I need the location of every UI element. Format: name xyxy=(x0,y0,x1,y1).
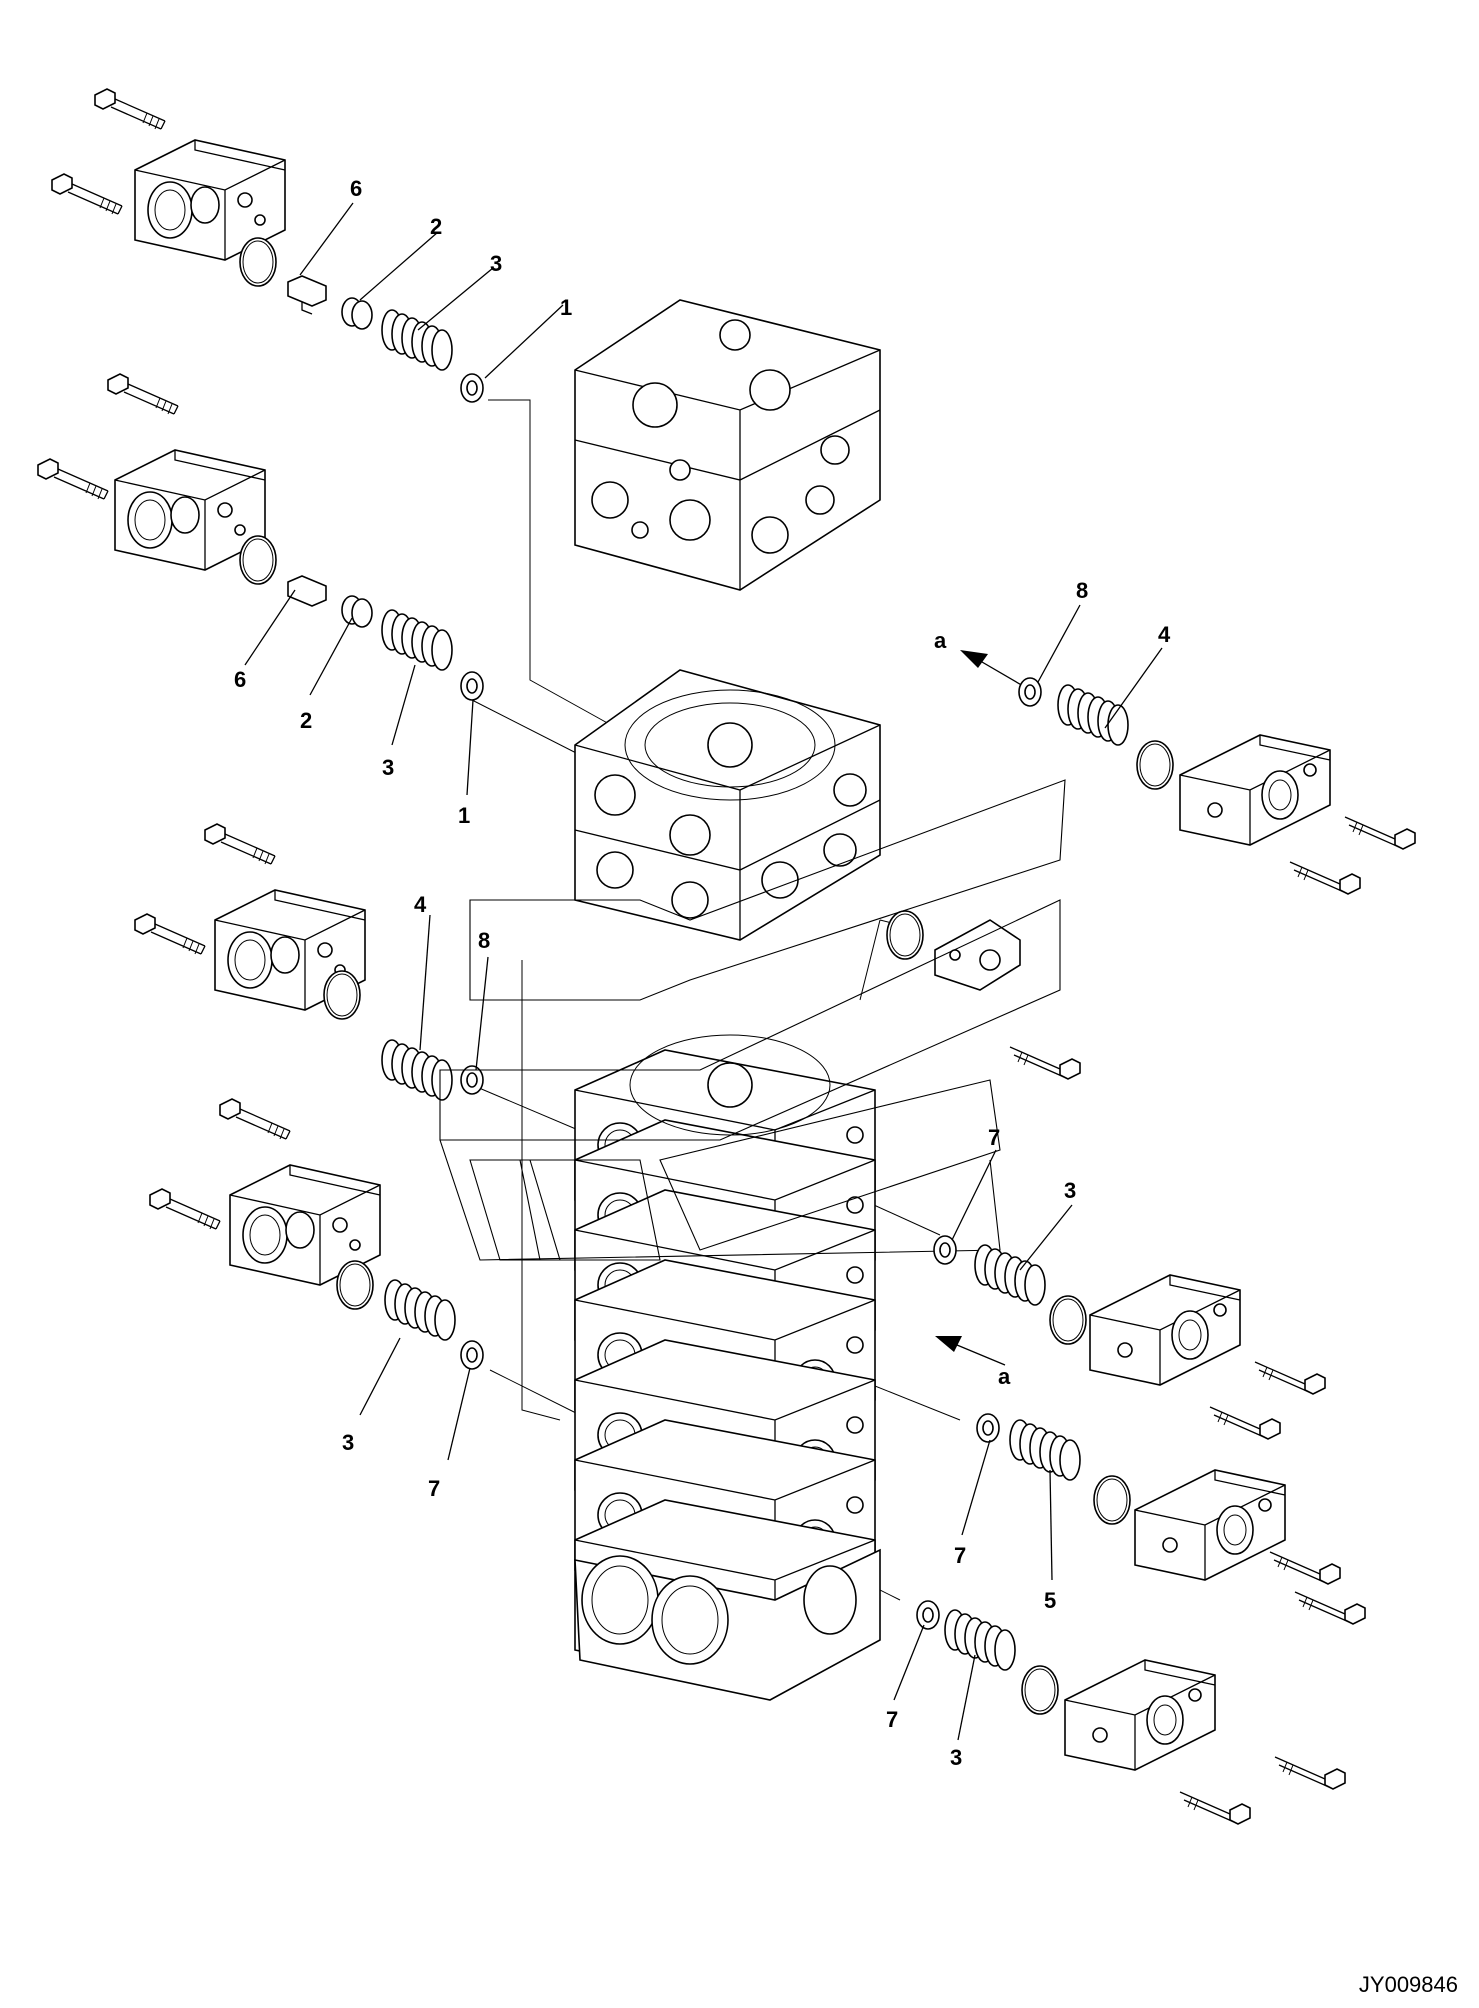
bolt-top-left-2 xyxy=(51,173,123,215)
oring-left-row2 xyxy=(239,535,277,585)
callout-8: 8 xyxy=(1076,578,1088,603)
callout-7: 7 xyxy=(886,1707,898,1732)
oring-left-row4 xyxy=(336,1260,374,1310)
bolt-right-row4-1 xyxy=(1274,1756,1346,1790)
spring-3-right-lower xyxy=(944,1609,1016,1671)
cover-right-row4 xyxy=(1064,1659,1216,1771)
callout-7: 7 xyxy=(988,1125,1000,1150)
spring-4-right xyxy=(1057,684,1129,746)
spring-3-row2 xyxy=(381,609,453,671)
callout-7: 7 xyxy=(428,1476,440,1501)
callout-7: 7 xyxy=(954,1543,966,1568)
callout-numbers: 6 2 3 1 6 2 3 1 8 4 a 4 8 7 3 a 3 7 7 5 … xyxy=(234,176,1171,1770)
bolt-row4-1 xyxy=(219,1098,291,1140)
arrow-a-upper xyxy=(960,650,1031,691)
seat-2-row2 xyxy=(341,595,373,628)
bolt-top-left-1 xyxy=(94,88,166,130)
watermark-logo xyxy=(439,779,1066,1261)
callout-a: a xyxy=(934,628,947,653)
bolt-side xyxy=(1009,1046,1081,1080)
plug-6-row2 xyxy=(287,575,327,607)
callout-a: a xyxy=(998,1364,1011,1389)
plug-6-top xyxy=(287,275,327,315)
spring-3-left-lower xyxy=(384,1279,456,1341)
seat-2-top xyxy=(341,297,373,330)
bolt-right-row1-2 xyxy=(1289,861,1361,895)
spring-3-top xyxy=(381,309,453,371)
bolt-row2-2 xyxy=(37,458,109,500)
bolt-right-row2-2 xyxy=(1209,1406,1281,1440)
oring-left-row3 xyxy=(323,970,361,1020)
washer-1-top xyxy=(460,373,484,403)
washer-7-right-mid xyxy=(976,1413,1000,1443)
side-cover xyxy=(934,919,1021,991)
cover-right-row3 xyxy=(1134,1469,1286,1581)
bolt-row3-2 xyxy=(134,913,206,955)
bolt-right-row1-1 xyxy=(1344,816,1416,850)
oring-right-row3 xyxy=(1093,1475,1131,1525)
callout-3: 3 xyxy=(950,1745,962,1770)
callout-1: 1 xyxy=(560,295,572,320)
callout-3: 3 xyxy=(342,1430,354,1455)
cover-right-row2 xyxy=(1089,1274,1241,1386)
callout-2: 2 xyxy=(430,214,442,239)
washer-7-right-lower xyxy=(916,1600,940,1630)
bolt-row3-1 xyxy=(204,823,276,865)
callout-3: 3 xyxy=(490,251,502,276)
callout-3: 3 xyxy=(1064,1178,1076,1203)
bolt-row2-1 xyxy=(107,373,179,415)
callout-1: 1 xyxy=(458,803,470,828)
bolt-right-row4-2 xyxy=(1179,1791,1251,1825)
spring-5-right xyxy=(1009,1419,1081,1481)
callout-4: 4 xyxy=(1158,622,1171,647)
washer-1-row2 xyxy=(460,671,484,701)
oring-right-row2 xyxy=(1049,1295,1087,1345)
oring-right-row4 xyxy=(1021,1665,1059,1715)
oring-side xyxy=(886,910,924,960)
callout-leaders xyxy=(244,202,1163,1741)
spring-3-right-upper xyxy=(974,1244,1046,1306)
bolt-right-row3-2 xyxy=(1294,1591,1366,1625)
callout-6: 6 xyxy=(234,667,246,692)
washer-7-left xyxy=(460,1340,484,1370)
document-id: JY009846 xyxy=(1359,1972,1458,1997)
top-section-block xyxy=(574,299,881,591)
plug-8-right xyxy=(1018,677,1042,707)
oring-right-row1 xyxy=(1136,740,1174,790)
callout-2: 2 xyxy=(300,708,312,733)
bolt-row4-2 xyxy=(149,1188,221,1230)
main-valve-body xyxy=(574,1034,881,1701)
callout-8: 8 xyxy=(478,928,490,953)
callout-3: 3 xyxy=(382,755,394,780)
arrow-a-lower xyxy=(935,1336,1006,1366)
callout-4: 4 xyxy=(414,892,427,917)
washer-7-right-upper xyxy=(933,1235,957,1265)
cover-right-row1 xyxy=(1179,734,1331,846)
oring-top-left-1 xyxy=(239,237,277,287)
bolt-right-row3-1 xyxy=(1269,1551,1341,1585)
callout-6: 6 xyxy=(350,176,362,201)
callout-5: 5 xyxy=(1044,1588,1056,1613)
bolt-right-row2-1 xyxy=(1254,1361,1326,1395)
